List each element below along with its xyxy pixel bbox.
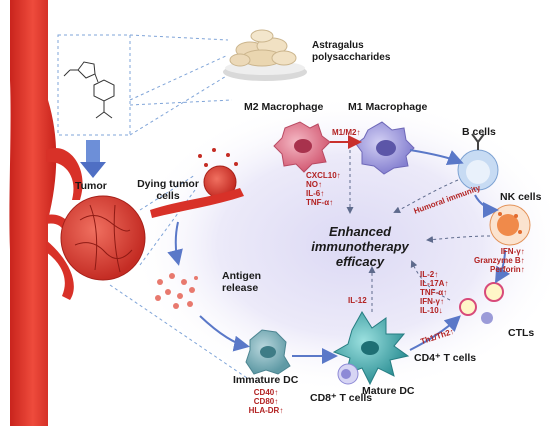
nk-factor: Perforin↑ — [490, 265, 525, 274]
nk-cell — [489, 204, 531, 246]
immature-dc-cell — [245, 329, 291, 375]
cd8-t-cells-label: CD8⁺ T cells — [310, 392, 373, 404]
t-cell-cytokine: IFN-γ↑ — [420, 297, 444, 306]
m1-cytokine-list: CXCL10↑ NO↑ IL-6↑ TNF-α↑ — [306, 171, 341, 207]
nk-factor: IFN-γ↑ — [500, 247, 525, 256]
nk-cells-label: NK cells — [500, 191, 542, 203]
t-cell-cytokine: TNF-α↑ — [420, 288, 448, 297]
zoom-guides — [57, 34, 251, 381]
antigen-release-label: Antigen release — [222, 270, 262, 294]
m1-cytokine: IL-6↑ — [306, 189, 325, 198]
dc-marker-list: CD40↑ CD80↑ HLA-DR↑ — [246, 388, 286, 415]
cd8-t-cell — [337, 363, 359, 385]
nk-factor: Granzyme B↑ — [474, 256, 525, 265]
t-cell-cytokine: IL-2↑ — [420, 270, 439, 279]
t-cell-cytokine: IL-10↓ — [420, 306, 443, 315]
m1m2-ratio-marker: M1/M2↑ — [332, 128, 361, 137]
m1-cytokine: CXCL10↑ — [306, 171, 341, 180]
ctls-label: CTLs — [508, 327, 535, 339]
dying-tumor-label: Dying tumor cells — [137, 178, 199, 202]
t-cell-cytokine: IL-17A↑ — [420, 279, 449, 288]
b-cells-label: B cells — [462, 126, 496, 138]
cd4-t-cells-label: CD4⁺ T cells — [414, 352, 477, 364]
center-outcome-label: Enhanced immunotherapy efficacy — [311, 224, 409, 269]
dc-marker: CD80↑ — [253, 397, 279, 406]
ctl-cells — [459, 282, 504, 324]
dc-marker: CD40↑ — [253, 388, 279, 397]
t-cell-cytokine-list: IL-2↑ IL-17A↑ TNF-α↑ IFN-γ↑ IL-10↓ — [420, 270, 448, 315]
effect-arrows — [346, 150, 491, 312]
immature-dc-label: Immature DC — [233, 374, 299, 386]
tumor-down-arrow — [80, 140, 106, 178]
antigen-particles — [155, 273, 198, 309]
m1-macrophage-label: M1 Macrophage — [348, 101, 428, 113]
dc-marker: HLA-DR↑ — [248, 406, 284, 415]
m1-cytokine: TNF-α↑ — [306, 198, 334, 207]
polysaccharide-bowl — [223, 29, 307, 81]
chemical-structure — [63, 61, 115, 119]
il12-marker: IL-12 — [348, 296, 367, 305]
process-arrows — [167, 149, 511, 364]
tumor-label: Tumor — [75, 180, 107, 192]
m2-macrophage-cell — [273, 121, 331, 173]
dying-tumor-cells — [150, 148, 244, 218]
tumor-mass — [60, 195, 146, 281]
m2-macrophage-label: M2 Macrophage — [244, 101, 324, 113]
mature-dc-label: Mature DC — [362, 385, 415, 397]
b-cell — [457, 133, 499, 191]
m1-cytokine: NO↑ — [306, 180, 322, 189]
nk-factor-list: IFN-γ↑ Granzyme B↑ Perforin↑ — [474, 247, 525, 274]
astragalus-label: Astragalus polysaccharides — [312, 40, 391, 63]
